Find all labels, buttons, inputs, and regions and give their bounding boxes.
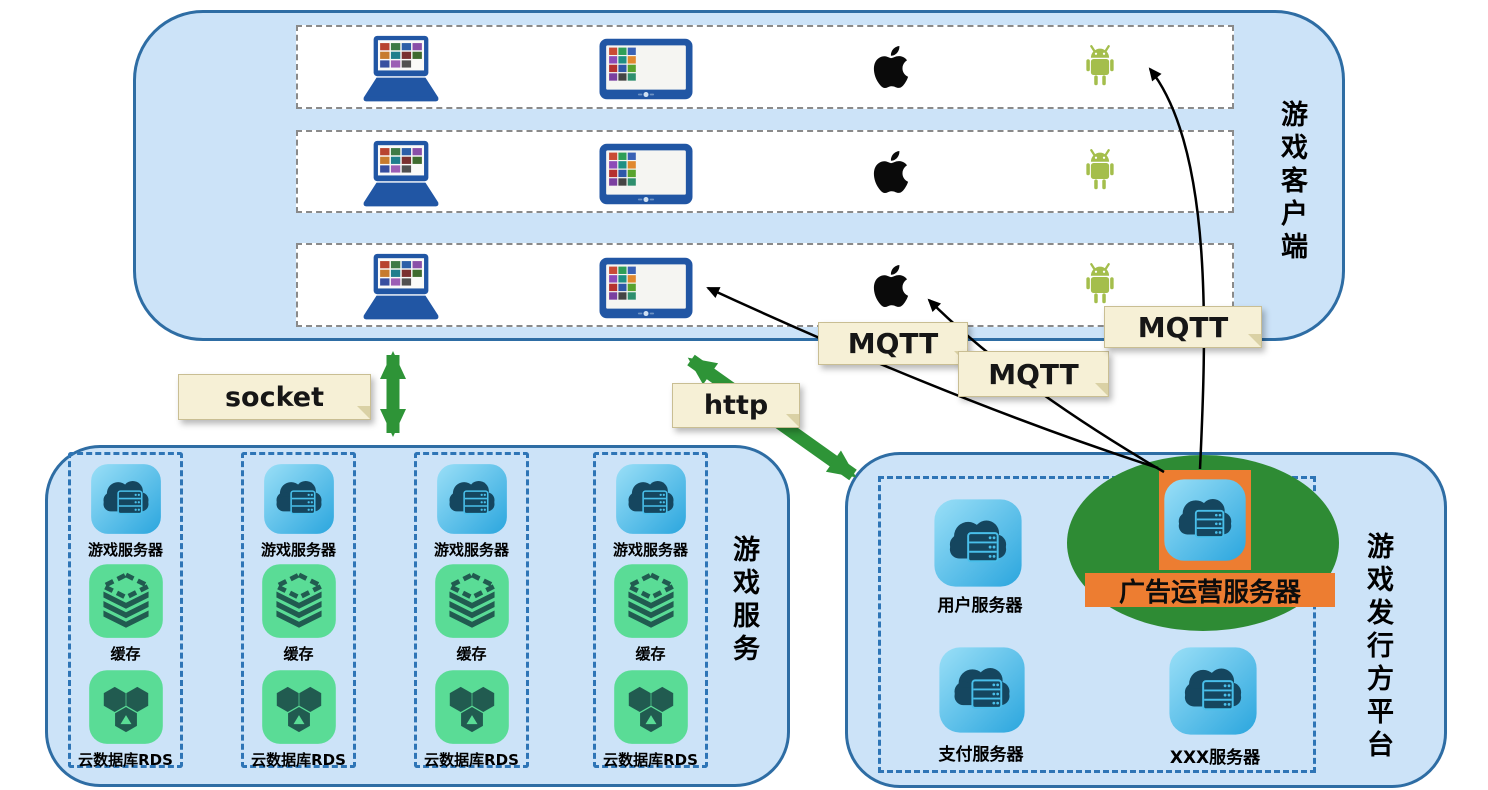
client-device-row — [296, 130, 1234, 213]
payment-server-label: 支付服务器 — [938, 745, 1024, 765]
http-note-text: http — [703, 390, 769, 421]
client-device-row — [296, 25, 1234, 109]
apple-logo-icon — [870, 42, 912, 92]
android-robot-icon — [1079, 143, 1121, 199]
cloud-db-label: 云数据库RDS — [78, 751, 173, 769]
hexagon-db-icon — [613, 669, 689, 745]
tablet-icon — [598, 38, 694, 100]
android-robot-icon — [1079, 39, 1121, 95]
publisher-platform-section: 用户服务器 广告运营服务器 支付服务器 XXX服务器 — [845, 452, 1447, 788]
cloud-server-icon — [263, 463, 335, 535]
socket-note-text: socket — [224, 381, 325, 413]
game-client-section — [133, 10, 1345, 341]
game-service-section: 游戏服务器 缓存 云数据库RDS 游戏服务器 缓存 云数据库RDS 游戏服务器 … — [45, 445, 790, 787]
hexagon-db-icon — [261, 669, 337, 745]
apple-logo-icon — [870, 147, 912, 197]
service-column: 游戏服务器 缓存 云数据库RDS — [593, 452, 708, 769]
hexagon-db-icon — [434, 669, 510, 745]
mqtt-note-left: MQTT — [818, 322, 968, 365]
laptop-icon — [353, 138, 449, 210]
cloud-server-icon — [90, 463, 162, 535]
cache-label: 缓存 — [110, 645, 141, 663]
mqtt-note-text: MQTT — [988, 357, 1079, 391]
cloud-db-label: 云数据库RDS — [603, 751, 698, 769]
cloud-db-label: 云数据库RDS — [251, 751, 346, 769]
tablet-icon — [598, 143, 694, 205]
cloud-server-icon — [615, 463, 687, 535]
service-column: 游戏服务器 缓存 云数据库RDS — [414, 452, 529, 769]
ad-server-frame — [1159, 470, 1251, 570]
tablet-icon — [598, 257, 694, 319]
cloud-server-icon — [933, 497, 1023, 589]
note-fold-corner — [1248, 334, 1261, 347]
cloud-server-icon — [436, 463, 508, 535]
note-fold-corner — [786, 414, 799, 427]
cloud-server-icon — [1163, 474, 1247, 566]
mqtt-note-right: MQTT — [1104, 306, 1262, 348]
note-fold-corner — [357, 406, 370, 419]
cache-layers-icon — [434, 563, 510, 639]
cache-label: 缓存 — [456, 645, 487, 663]
game-server-label: 游戏服务器 — [260, 541, 337, 559]
cache-label: 缓存 — [635, 645, 666, 663]
ad-server-label: 广告运营服务器 — [1085, 573, 1335, 608]
publisher-dashed-group — [878, 476, 1316, 773]
cloud-server-icon — [1166, 646, 1260, 736]
laptop-icon — [353, 251, 449, 323]
publisher-platform-title: 游戏发行方平台 — [1362, 532, 1393, 763]
client-device-row — [296, 243, 1234, 327]
mqtt-note-middle: MQTT — [958, 351, 1109, 397]
http-note: http — [672, 383, 800, 428]
cache-layers-icon — [261, 563, 337, 639]
laptop-icon — [353, 33, 449, 105]
cache-layers-icon — [613, 563, 689, 639]
service-column: 游戏服务器 缓存 云数据库RDS — [68, 452, 183, 769]
cache-label: 缓存 — [283, 645, 314, 663]
game-server-label: 游戏服务器 — [612, 541, 689, 559]
socket-note: socket — [178, 374, 371, 420]
mqtt-note-text: MQTT — [1137, 310, 1229, 344]
android-robot-icon — [1079, 257, 1121, 313]
game-server-label: 游戏服务器 — [433, 541, 510, 559]
mqtt-note-text: MQTT — [847, 327, 939, 360]
xxx-server-label: XXX服务器 — [1169, 748, 1261, 768]
apple-logo-icon — [870, 261, 912, 311]
game-server-label: 游戏服务器 — [87, 541, 164, 559]
game-client-title: 游戏客户端 — [1276, 100, 1307, 265]
cloud-db-label: 云数据库RDS — [424, 751, 519, 769]
note-fold-corner — [1095, 383, 1108, 396]
service-column: 游戏服务器 缓存 云数据库RDS — [241, 452, 356, 769]
hexagon-db-icon — [88, 669, 164, 745]
cloud-server-icon — [938, 644, 1026, 736]
cache-layers-icon — [88, 563, 164, 639]
user-server-label: 用户服务器 — [937, 596, 1023, 616]
game-service-title: 游戏服务 — [728, 535, 759, 667]
